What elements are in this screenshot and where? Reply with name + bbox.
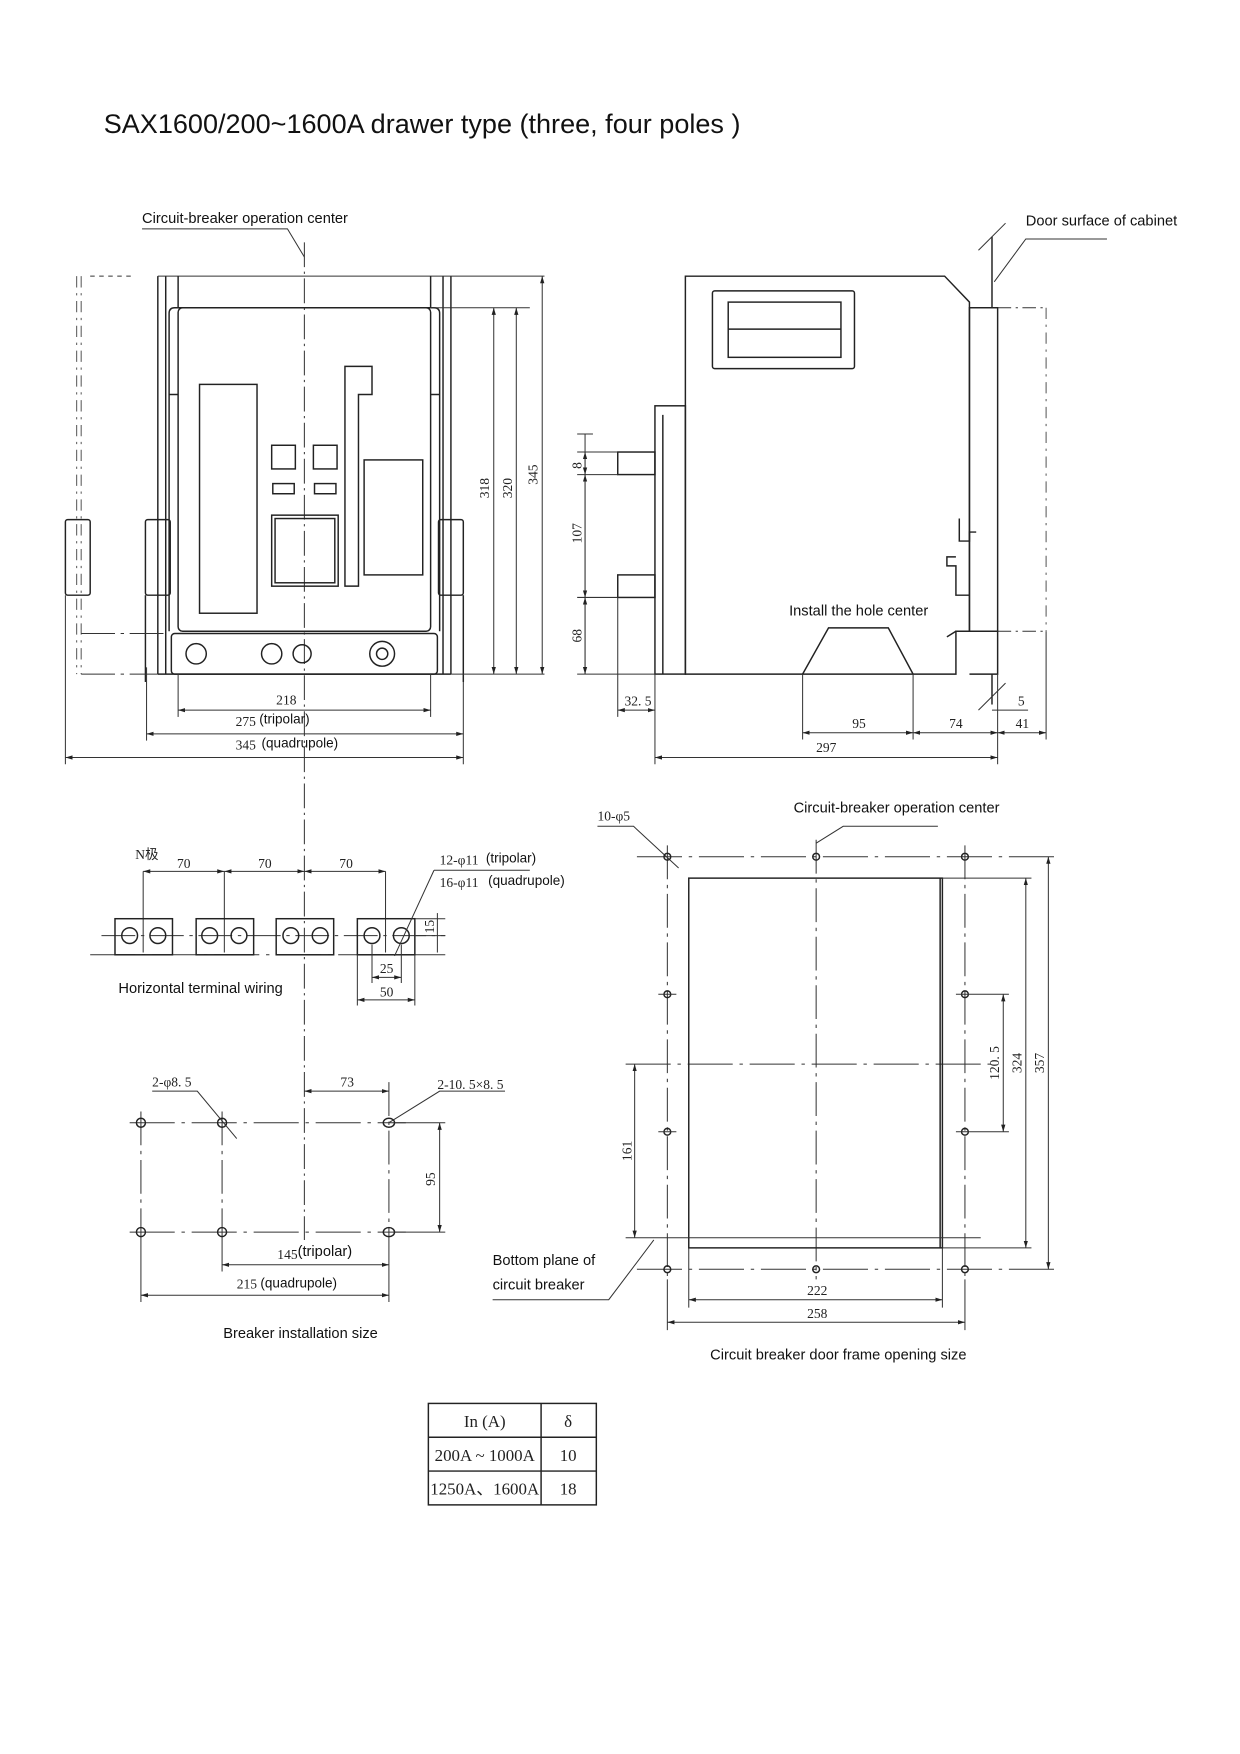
table-cell: 18 [560, 1480, 577, 1499]
table-cell: 10 [560, 1446, 577, 1465]
dim-15: 15 [422, 920, 437, 934]
dim-258: 258 [807, 1306, 828, 1321]
dim-161: 161 [619, 1141, 634, 1161]
table-cell: 1250A、1600A [430, 1480, 540, 1499]
dim-25: 25 [380, 961, 394, 976]
dim-68: 68 [570, 629, 585, 643]
dim-145: 145 [277, 1247, 298, 1262]
dim-318: 318 [477, 478, 492, 499]
dim-delta: 8 [570, 462, 585, 469]
page-title: SAX1600/200~1600A drawer type (three, fo… [104, 109, 741, 139]
holes-tripolar-note: (tripolar) [486, 850, 536, 865]
dim-32-5: 32. 5 [625, 694, 652, 709]
terminal-block-1 [114, 917, 174, 956]
dim-120-5: 120. 5 [987, 1046, 1002, 1080]
delta-table: In (A) δ 200A ~ 1000A 10 1250A、1600A 18 [427, 1402, 598, 1506]
dim-107: 107 [570, 523, 585, 544]
dim-345-note: (quadrupole) [262, 735, 339, 750]
operation-center-label: Circuit-breaker operation center [142, 211, 348, 227]
dim-50: 50 [380, 984, 394, 999]
dim-74: 74 [949, 716, 963, 731]
dim-215-note: (quadrupole) [260, 1275, 337, 1290]
holes-quadrupole: 16-φ11 [440, 875, 479, 890]
terminal-block-4 [356, 917, 416, 956]
door-frame-view: Circuit-breaker operation center 10-φ5 1… [493, 801, 1054, 1363]
bottom-plane-label-1: Bottom plane of [493, 1253, 596, 1269]
table-header-current: In (A) [464, 1412, 506, 1431]
dim-275: 275 [236, 714, 257, 729]
dim-222: 222 [807, 1283, 828, 1298]
side-view: Door surface of cabinet Install the hole… [570, 213, 1177, 765]
dim-297: 297 [816, 740, 837, 755]
slot-holes-label: 2-10. 5×8. 5 [437, 1077, 503, 1092]
dim-345-width: 345 [236, 738, 257, 753]
door-surface-label: Door surface of cabinet [1026, 213, 1177, 229]
dim-73: 73 [340, 1075, 354, 1090]
dim-95-install: 95 [423, 1172, 438, 1186]
holes-quadrupole-note: (quadrupole) [488, 873, 565, 888]
mounting-holes [135, 1117, 396, 1238]
installation-size-label: Breaker installation size [223, 1326, 378, 1342]
dim-345-height: 345 [526, 464, 541, 485]
dim-320: 320 [500, 478, 515, 499]
pitch-2: 70 [258, 856, 272, 871]
terminal-wiring-label: Horizontal terminal wiring [118, 981, 282, 997]
n-pole-label: N极 [135, 847, 159, 862]
table-cell: 200A ~ 1000A [435, 1446, 536, 1465]
holes-tripolar: 12-φ11 [440, 853, 479, 868]
bottom-plane-label-2: circuit breaker [493, 1278, 585, 1294]
installation-size-view: 2-φ8. 5 2-10. 5×8. 5 73 95 145 (tripolar… [129, 1075, 506, 1342]
dim-218: 218 [276, 693, 297, 708]
dim-357: 357 [1032, 1053, 1047, 1074]
dim-95-side: 95 [852, 716, 866, 731]
dim-324: 324 [1009, 1053, 1024, 1074]
pitch-1: 70 [177, 856, 191, 871]
door-frame-label: Circuit breaker door frame opening size [710, 1347, 966, 1363]
pitch-3: 70 [339, 856, 353, 871]
holes-10-phi5: 10-φ5 [597, 809, 630, 824]
door-operation-center-label: Circuit-breaker operation center [794, 801, 1000, 817]
terminal-block-3 [275, 917, 335, 956]
dim-275-note: (tripolar) [259, 712, 309, 727]
terminal-block-2 [195, 917, 255, 956]
terminal-wiring-view: N极 70 70 70 12-φ11 (tripolar) 16-φ11 (qu… [90, 847, 565, 1006]
dim-5: 5 [1018, 694, 1025, 709]
dim-145-note: (tripolar) [298, 1244, 353, 1260]
table-header-delta: δ [564, 1412, 572, 1431]
install-hole-label: Install the hole center [789, 603, 928, 619]
round-holes-label: 2-φ8. 5 [152, 1075, 192, 1090]
dim-41: 41 [1016, 716, 1030, 731]
front-view: Circuit-breaker operation center [64, 211, 545, 1240]
dim-215: 215 [237, 1276, 258, 1291]
